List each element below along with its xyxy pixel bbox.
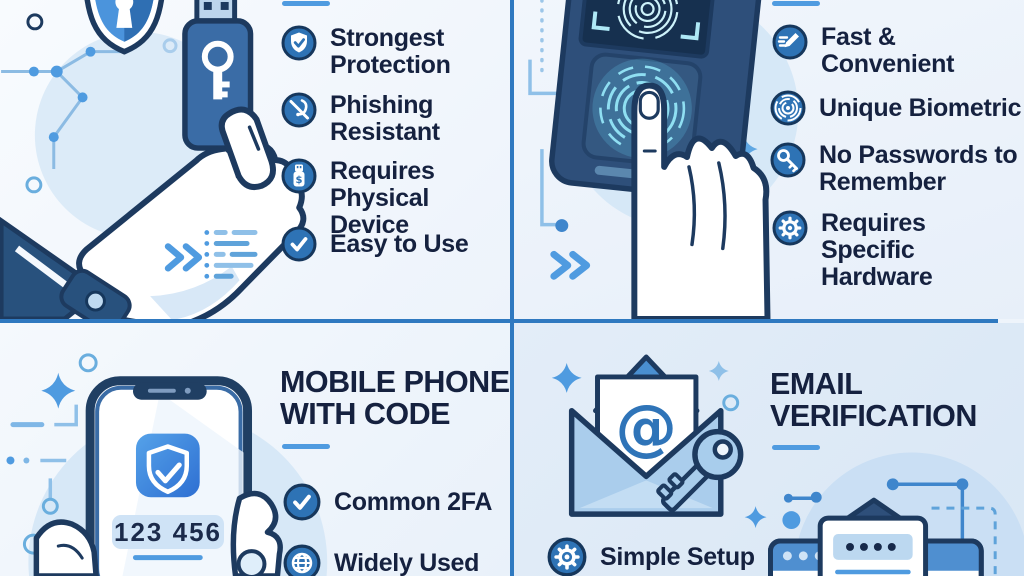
section-title: MOBILE PHONE WITH CODE [280,365,510,431]
bullet-label: Common 2FA [334,487,493,516]
bullet-strongest-protection: Strongest Protection [281,25,510,79]
at-symbol: @ [615,392,677,464]
fingerprint-icon [770,90,806,126]
bullet-phishing-resistant: Phishing Resistant [281,92,510,146]
hand-holding-phone [33,490,283,576]
sparkle-icon [744,506,767,529]
title-underline [772,1,820,6]
bullet-label: Strongest Protection [330,24,451,79]
key-icon [770,142,806,178]
sparkle-icon [41,372,76,409]
bullet-label: Widely Used [334,548,480,576]
chevrons-icon [164,243,203,272]
email-verification-illustration: @ [551,354,1024,576]
bullet-requires-hardware: Requires Specific Hardware [772,210,1024,290]
title-underline [282,444,330,449]
bullet-fast-convenient: Fast & Convenient [772,24,1024,78]
bullet-simple-setup: Simple Setup [547,537,755,576]
title-underline [772,445,820,450]
shield-icon [84,0,165,55]
sparkle-icon [551,363,582,393]
code-underline [132,555,203,561]
panel-fingerprint: Fast & Convenient Unique Biometric No Pa… [514,0,1024,319]
hand-touching-sensor [631,82,771,319]
bullet-unique-biometric: Unique Biometric [770,90,1021,126]
list-decoration [204,230,258,279]
bullet-label: No Passwords to Remember [819,141,1018,196]
key-illustration [656,428,744,513]
svg-text:$: $ [296,175,303,186]
bullet-label: Easy to Use [330,229,469,258]
check-circle-icon [283,483,321,521]
bullet-label: Requires Specific Hardware [821,209,933,291]
panel-email-verification: @ [514,323,1024,576]
bullet-label: Simple Setup [600,542,755,571]
gear-icon [772,210,808,246]
mobile-phone-illustration [6,353,328,576]
horizontal-divider [0,319,998,323]
bullet-easy-to-use: Easy to Use [281,226,469,262]
sparkle-icon [708,361,729,381]
globe-icon [283,544,321,576]
speed-pen-icon [772,24,808,60]
chevrons-icon [550,250,591,280]
shield-app-icon [135,433,200,498]
phishing-resistant-icon [281,92,317,128]
circuit-decoration [6,353,98,555]
verification-code: 123 456 [112,515,224,549]
bullet-requires-device: $ Requires Physical Device [281,158,510,238]
title-underline [282,1,330,6]
code-dots [846,542,896,551]
fingerprint-scanner-illustration [528,0,799,319]
bullet-label: Phishing Resistant [330,91,440,146]
bullet-common-2fa: Common 2FA [283,483,492,521]
bullet-label: Requires Physical Device [330,157,435,239]
gear-icon [547,537,587,576]
hand-holding-key [76,106,307,319]
sleeve [0,216,132,319]
bullet-no-passwords: No Passwords to Remember [770,142,1024,196]
section-title: EMAIL VERIFICATION [770,367,977,433]
email-envelope: @ [568,354,724,517]
security-key-illustration [0,0,307,319]
shield-check-icon [281,25,317,61]
bullet-label: Fast & Convenient [821,23,955,78]
bullet-widely-used: Widely Used [283,544,479,576]
bullet-label: Unique Biometric [819,93,1022,122]
panel-mobile-code: 123 456 MOBILE PHONE WITH CODE Common 2F… [0,323,510,576]
usb-device-icon: $ [281,158,317,194]
vertical-divider [510,0,514,576]
browser-window-illustration [768,497,984,576]
check-circle-icon [281,226,317,262]
sparkle-decoration [551,361,767,529]
circuit-decoration [782,478,997,576]
panel-security-key: Strongest Protection Phishing Resistant … [0,0,510,319]
